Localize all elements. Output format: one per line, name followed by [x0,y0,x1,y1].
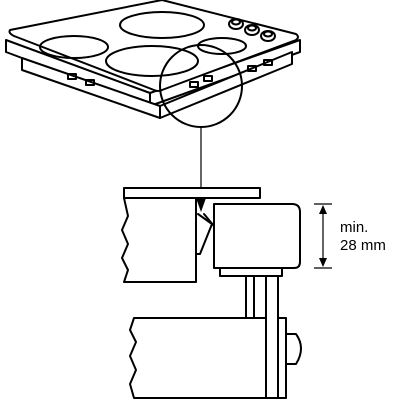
detail-section: min. 28 mm [121,187,386,399]
fixing-clip [247,65,257,72]
lower-appliance [129,317,287,399]
fixing-clip [189,81,199,88]
spring-clip [195,213,213,255]
bracket [219,267,283,277]
dimension-marker [314,203,332,269]
hob-casing-section [213,203,301,269]
control-knob [260,30,276,42]
fixing-clip [263,59,273,66]
cooking-zone [105,45,199,77]
hob [5,0,301,119]
fixing-clip [203,75,213,82]
dimension-label-line2: 28 mm [340,237,386,254]
fixing-clip [85,79,95,86]
fixing-clip [67,73,77,80]
control-knob [228,18,244,30]
control-knob [244,24,260,36]
worktop [123,187,261,199]
detail-arrow [196,198,206,212]
cooking-zone [39,35,109,59]
dimension-label-line1: min. [340,219,368,236]
side-knob [285,333,302,365]
cooking-zone [119,11,205,39]
